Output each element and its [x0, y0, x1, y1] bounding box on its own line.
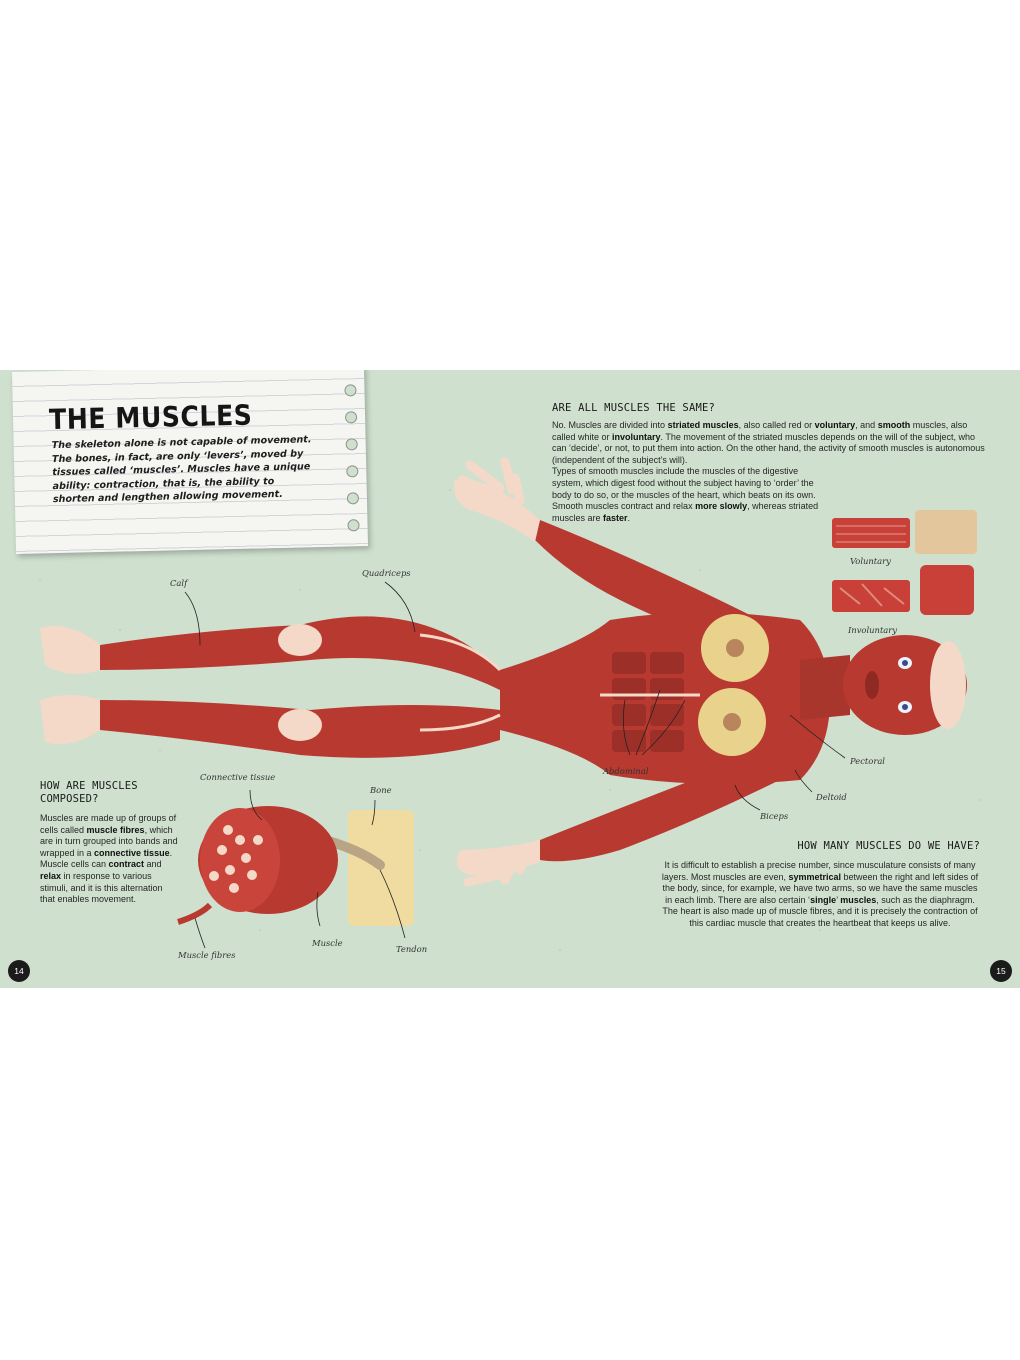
muscle-illustration	[40, 457, 977, 949]
section-how-are-muscles-composed: HOW ARE MUSCLES COMPOSED? Muscles are ma…	[40, 780, 180, 906]
label-involuntary: Involuntary	[848, 625, 898, 635]
muscle-bundle	[177, 806, 414, 926]
leader-lines	[184, 581, 846, 949]
section-paragraph: No. Muscles are divided into striated mu…	[552, 420, 985, 465]
label-muscle-fibres: Muscle fibres	[178, 950, 236, 960]
body-figure	[40, 457, 967, 887]
page-number-right: 15	[990, 960, 1012, 982]
tissue-samples	[832, 510, 977, 615]
page-number-left: 14	[8, 960, 30, 982]
label-quadriceps: Quadriceps	[362, 568, 411, 578]
label-biceps: Biceps	[760, 811, 789, 821]
section-paragraph: Types of smooth muscles include the musc…	[552, 466, 819, 523]
section-how-many-muscles: HOW MANY MUSCLES DO WE HAVE? It is diffi…	[660, 840, 980, 930]
label-voluntary: Voluntary	[850, 556, 891, 566]
label-calf: Calf	[170, 578, 188, 588]
lower-foot	[40, 695, 100, 745]
neck	[800, 655, 850, 720]
label-tendon: Tendon	[396, 944, 428, 954]
upper-hand	[454, 479, 540, 542]
book-spread: THE MUSCLES The skeleton alone is not ca…	[0, 370, 1020, 988]
section-heading: HOW MANY MUSCLES DO WE HAVE?	[797, 840, 980, 852]
section-paragraph: It is difficult to establish a precise n…	[661, 860, 979, 928]
upper-foot	[40, 626, 100, 674]
label-bone: Bone	[370, 785, 392, 795]
label-pectoral: Pectoral	[850, 756, 885, 766]
section-heading: HOW ARE MUSCLES COMPOSED?	[40, 780, 138, 805]
label-connective-tissue: Connective tissue	[200, 772, 276, 782]
section-paragraph: Muscles are made up of groups of cells c…	[40, 813, 178, 905]
label-abdominal: Abdominal	[603, 766, 649, 776]
label-muscle: Muscle	[312, 938, 343, 948]
section-are-all-muscles-the-same: ARE ALL MUSCLES THE SAME? No. Muscles ar…	[552, 402, 992, 524]
section-heading: ARE ALL MUSCLES THE SAME?	[552, 402, 716, 414]
label-deltoid: Deltoid	[816, 792, 847, 802]
